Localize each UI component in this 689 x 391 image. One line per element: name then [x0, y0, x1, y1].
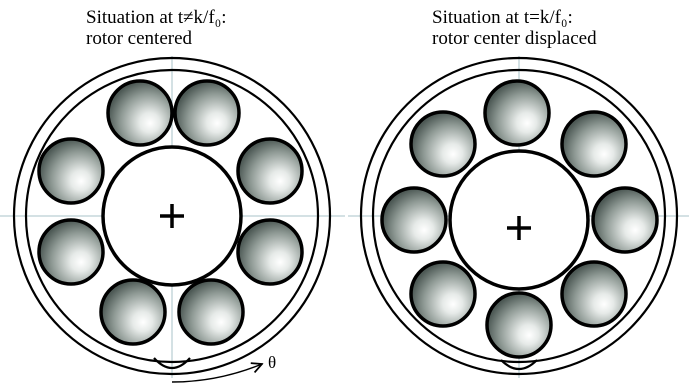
left-caption: Situation at t≠k/f₀: rotor centered	[86, 7, 227, 49]
right-caption: Situation at t=k/f₀: rotor center displa…	[432, 7, 597, 49]
left-caption-line2: rotor centered	[86, 28, 193, 49]
ball	[483, 79, 551, 147]
ball	[37, 137, 105, 205]
right-caption-line2: rotor center displaced	[432, 28, 597, 49]
ball	[560, 110, 628, 178]
ball	[409, 260, 477, 328]
ball	[106, 79, 174, 147]
ball	[236, 218, 304, 286]
left-caption-line1: Situation at t≠k/f₀:	[86, 7, 227, 28]
right-bearing	[348, 56, 689, 378]
ball	[591, 186, 659, 254]
ball	[177, 278, 245, 346]
ball	[236, 137, 304, 205]
ball	[173, 79, 241, 147]
right-caption-line1: Situation at t=k/f₀:	[432, 7, 573, 28]
rotation-arrow	[171, 364, 262, 383]
ball	[409, 110, 477, 178]
right-outer-race	[371, 68, 667, 364]
left-race-defect	[153, 357, 191, 370]
ball	[560, 260, 628, 328]
ball	[99, 278, 167, 346]
left-rotor-center-cross	[160, 204, 184, 228]
right-outer-ring	[359, 56, 679, 376]
ball	[37, 218, 105, 286]
ball	[380, 186, 448, 254]
ball	[485, 291, 553, 359]
theta-label: θ	[268, 353, 276, 372]
right-rotor-center-cross	[507, 216, 531, 240]
right-race-defect	[500, 359, 538, 371]
left-bearing: θ	[0, 56, 345, 383]
left-outer-race	[24, 68, 320, 364]
left-outer-ring	[12, 56, 332, 376]
